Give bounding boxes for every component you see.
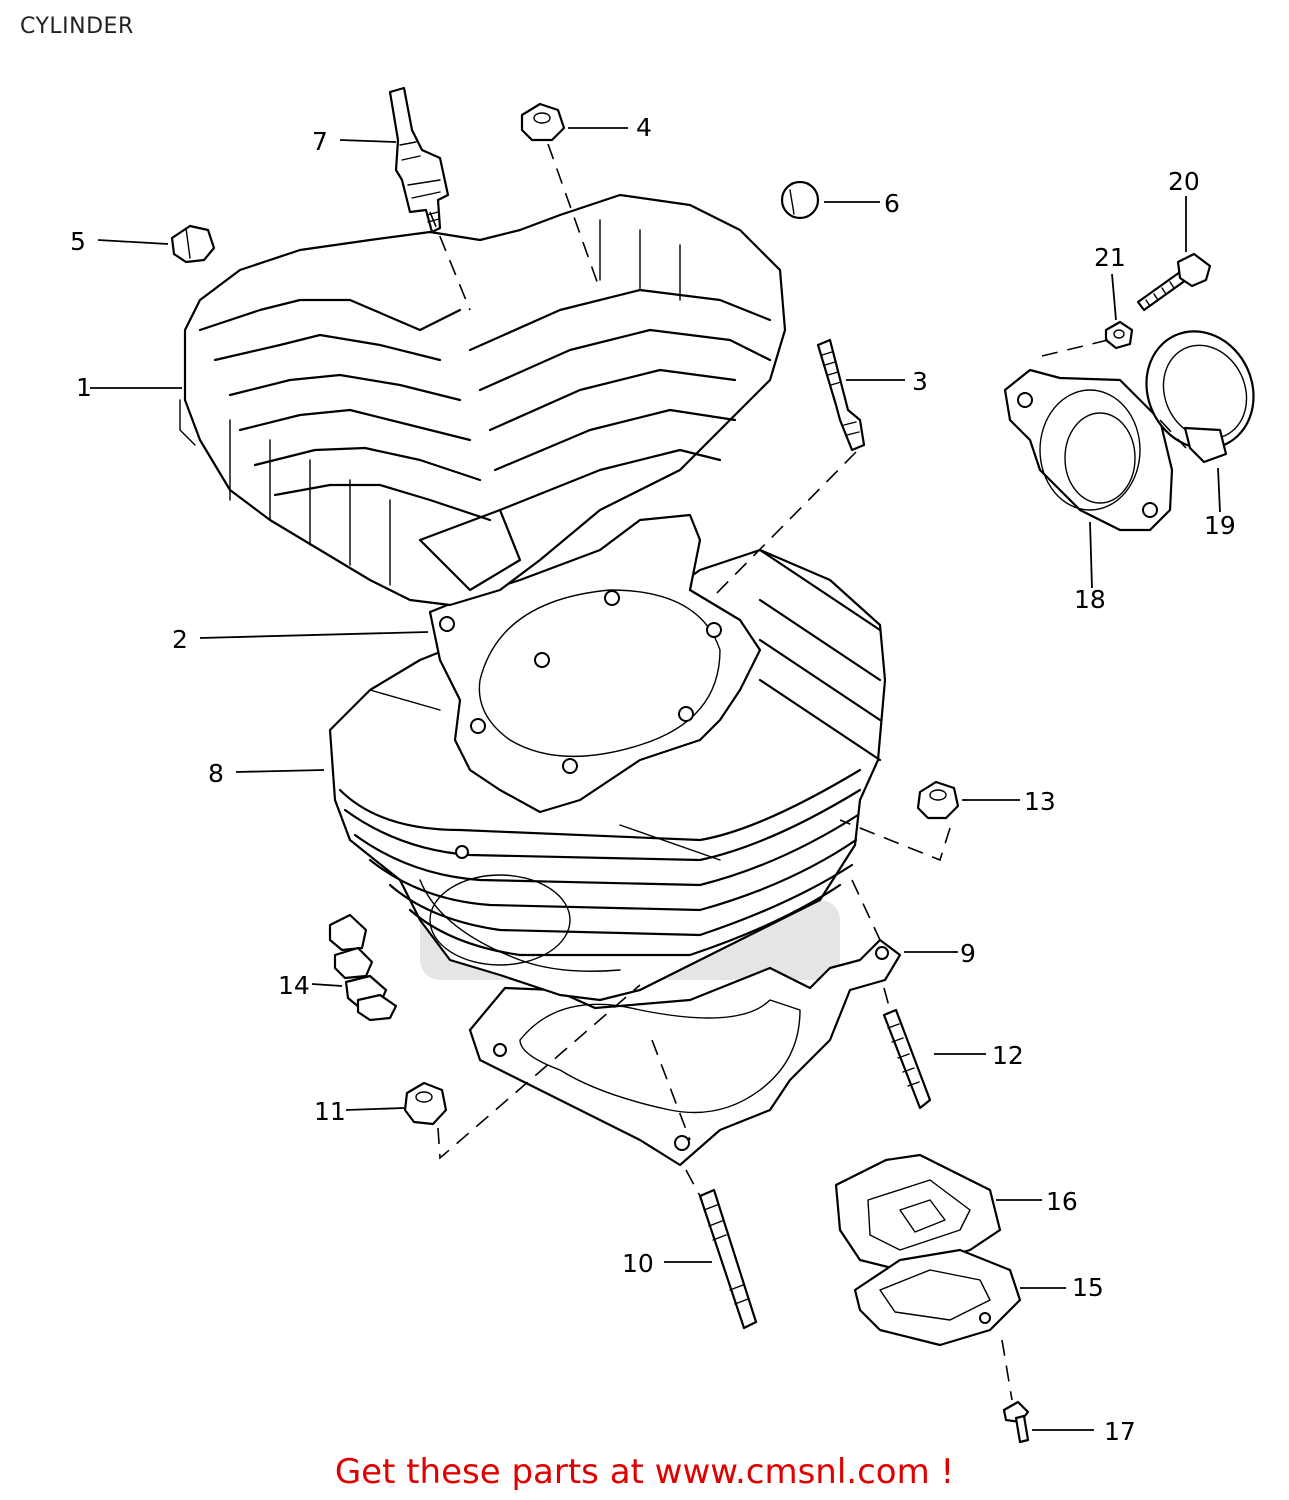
callout-12: 12 [992,1041,1024,1070]
callout-6: 6 [884,189,900,218]
callout-17: 17 [1104,1417,1136,1446]
diagram-title: CYLINDER [20,14,134,39]
callout-3: 3 [912,367,928,396]
callout-numbers: 1 2 3 4 5 6 7 8 9 10 11 12 13 14 15 16 1… [70,113,1236,1446]
promo-link[interactable]: Get these parts at www.cmsnl.com ! [334,1452,955,1492]
part-cap-6 [780,180,820,220]
part-clips-14 [328,913,398,1022]
callout-19: 19 [1204,511,1236,540]
part-stud-3 [816,338,866,452]
part-cap-5 [170,224,216,264]
part-spark-plug [388,86,450,234]
part-stud-12 [882,1008,932,1110]
leader-lines [90,127,1221,1431]
callout-20: 20 [1168,167,1200,196]
callout-4: 4 [636,113,652,142]
callout-9: 9 [960,939,976,968]
part-reed-block-15 [853,1248,1022,1347]
callout-5: 5 [70,227,86,256]
part-base-gasket [468,938,902,1167]
part-washer-21 [1104,320,1134,350]
callout-1: 1 [76,373,92,402]
part-screw-17 [1002,1400,1030,1444]
part-head-gasket [428,513,762,814]
callout-14: 14 [278,971,310,1000]
callout-15: 15 [1072,1273,1104,1302]
part-bolt-20 [1136,252,1212,312]
part-stud-10 [698,1188,758,1330]
callout-13: 13 [1024,787,1056,816]
callout-10: 10 [622,1249,654,1278]
callout-2: 2 [172,625,188,654]
part-clamp-19 [1145,330,1255,464]
callout-21: 21 [1094,243,1126,272]
part-intake-manifold-18 [1003,368,1174,532]
part-nut-4 [520,102,566,142]
part-nut-11 [403,1081,448,1126]
callout-16: 16 [1046,1187,1078,1216]
callout-18: 18 [1074,585,1106,614]
callout-11: 11 [314,1097,346,1126]
part-reed-valve-16 [834,1153,1002,1272]
part-nut-13 [916,780,960,820]
callout-7: 7 [312,127,328,156]
part-cylinder-head [179,193,787,607]
callout-8: 8 [208,759,224,788]
